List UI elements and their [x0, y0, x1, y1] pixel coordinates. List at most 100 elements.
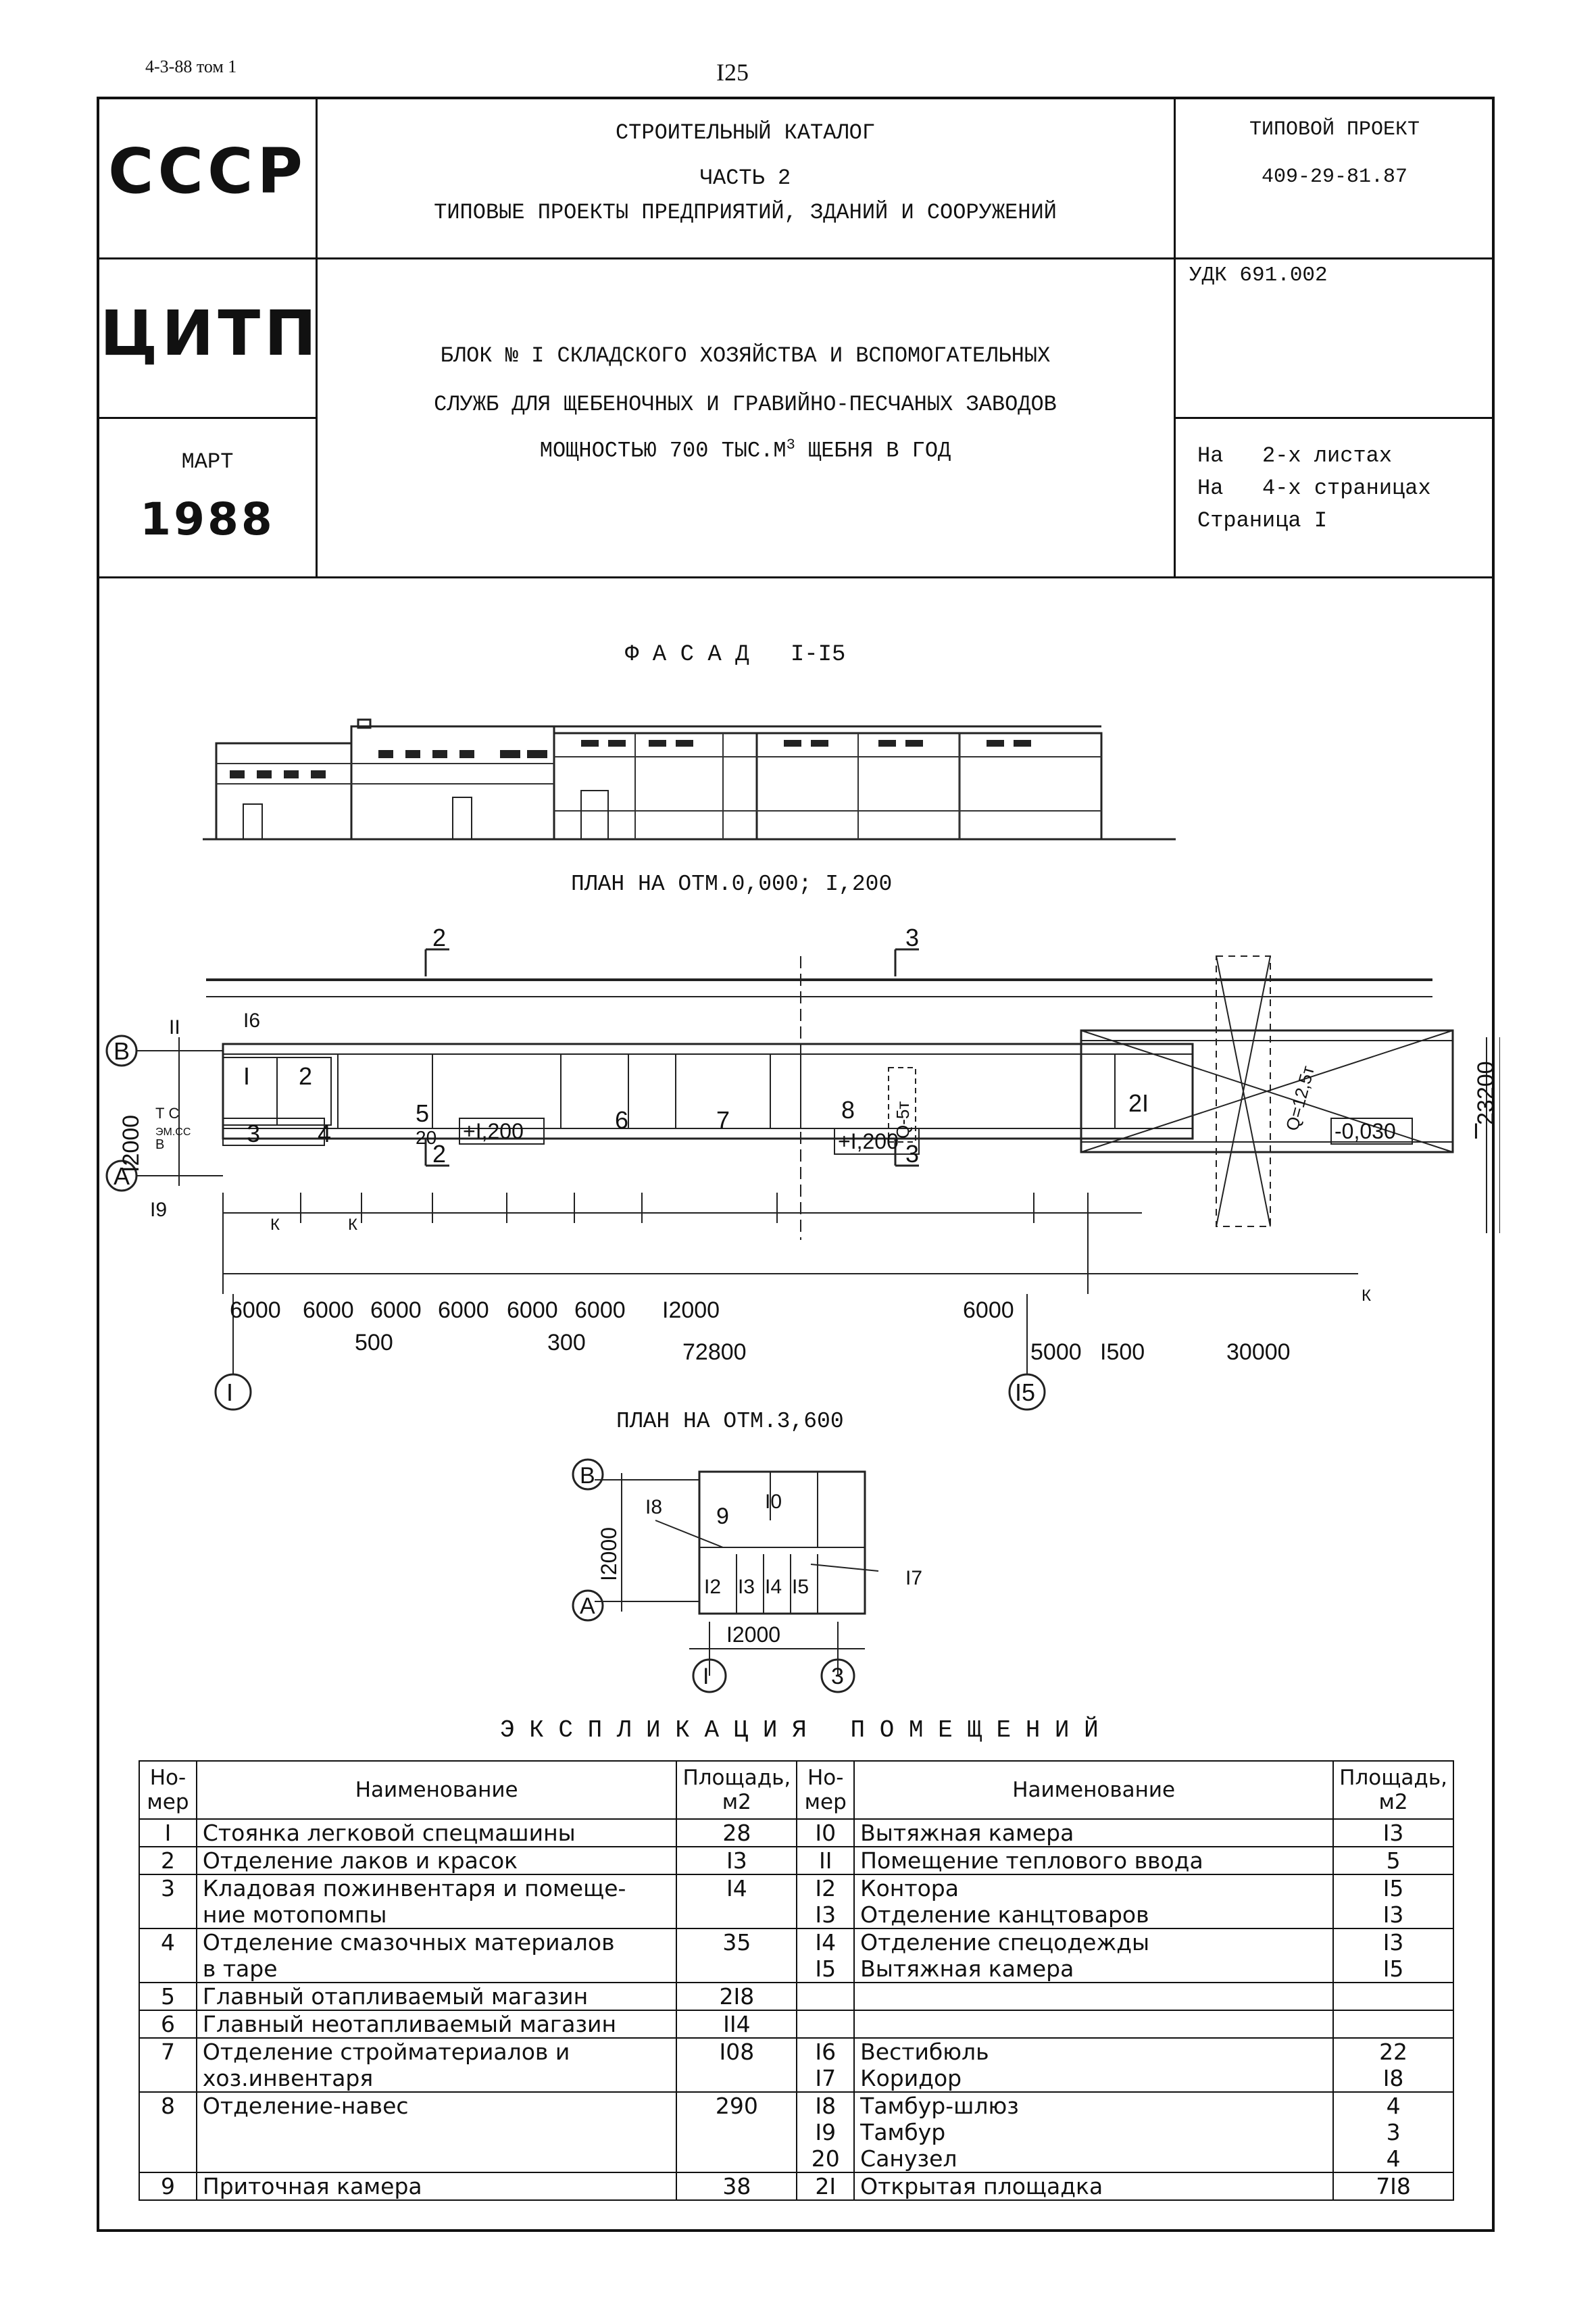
row-number: I [139, 1818, 197, 1847]
room-name: Отделение-навес [195, 2091, 678, 2173]
plan2-title: ПЛАН НА ОТМ.3,600 [616, 1409, 844, 1434]
level-mark-21: -0,030 [1335, 1119, 1396, 1143]
room-area: I3 [676, 1846, 798, 1875]
pages-count: На 4-х страницах [1197, 476, 1431, 501]
axis-row-v: В [114, 1037, 130, 1065]
room-name: Отделение лаков и красок [195, 1846, 678, 1875]
row-number: 2I [796, 2172, 855, 2201]
room-name: Помещение теплового ввода [853, 1846, 1335, 1875]
room-21-label: 2I [1128, 1089, 1149, 1117]
row-number: 5 [139, 1982, 197, 2011]
row-number: 7 [139, 2037, 197, 2093]
room-area: 7I8 [1332, 2172, 1454, 2201]
axis-col-15: I5 [1015, 1378, 1035, 1406]
facade-title: Ф А С А Д I-I5 [625, 642, 846, 668]
plan2-dim-horizontal: I2000 [726, 1622, 780, 1647]
catalog-line-2: ЧАСТЬ 2 [699, 166, 791, 191]
room-name [853, 1982, 1335, 2011]
label-tc: Т С [155, 1105, 180, 1122]
title-line-2: СЛУЖБ ДЛЯ ЩЕБЕНОЧНЫХ И ГРАВИЙНО-ПЕСЧАНЫХ… [434, 392, 1057, 417]
label-em-ss: ЭМ.СС [155, 1126, 191, 1138]
dim-vertical-right: 23200 [1473, 1061, 1499, 1125]
room-name: Открытая площадка [853, 2172, 1335, 2201]
room-17-label: I7 [905, 1567, 922, 1589]
udk-code: УДК 691.002 [1189, 264, 1328, 287]
catalog-line-3: ТИПОВЫЕ ПРОЕКТЫ ПРЕДПРИЯТИЙ, ЗДАНИЙ И СО… [434, 200, 1057, 225]
room-area: 38 [676, 2172, 798, 2201]
dim-13: I500 [1100, 1339, 1145, 1365]
project-label: ТИПОВОЙ ПРОЕКТ [1249, 118, 1420, 141]
room-name: Приточная камера [195, 2172, 678, 2201]
room-area: I3 [1332, 1818, 1454, 1847]
label-v: В [155, 1137, 164, 1152]
facade-drawing [203, 718, 1176, 841]
room-10-label: I0 [765, 1491, 782, 1513]
plan1-drawing: В А I I5 2 3 2 3 I 2 3 4 5 6 7 8 2I II I… [105, 924, 1500, 1411]
axis-row-a: А [114, 1162, 130, 1190]
col-name-left: Наименование [195, 1760, 678, 1820]
explication-title: Э К С П Л И К А Ц И Я П О М Е Щ Е Н И Й [500, 1716, 1099, 1744]
row-number: 8 [139, 2091, 197, 2173]
label-k-3: К [1362, 1287, 1371, 1305]
room-7-label: 7 [716, 1106, 730, 1134]
room-area: 290 [676, 2091, 798, 2173]
room-1-label: I [243, 1062, 250, 1090]
project-number: 409-29-81.87 [1261, 166, 1408, 189]
dim-4: 6000 [438, 1297, 489, 1323]
room-area: I08 [676, 2037, 798, 2093]
plan2-drawing: В А I 3 9 I0 I2 I3 I4 I5 I8 I7 I2000 I20… [572, 1458, 922, 1693]
dim-8: 6000 [963, 1297, 1014, 1323]
room-16-label: I6 [243, 1010, 260, 1032]
plan2-axis-col-3: 3 [831, 1664, 844, 1689]
room-area: 2I8 [676, 1982, 798, 2011]
col-area-right: Площадь, м2 [1332, 1760, 1454, 1820]
room-area: 28 [676, 1818, 798, 1847]
room-area [1332, 2010, 1454, 2039]
plan2-axis-col-1: I [703, 1664, 709, 1689]
dim-2: 6000 [303, 1297, 354, 1323]
dim-1: 6000 [230, 1297, 281, 1323]
page-indicator: Страница I [1197, 508, 1328, 533]
year: 1988 [140, 493, 275, 545]
dim-12: 5000 [1030, 1339, 1082, 1365]
room-19-label: I9 [150, 1199, 167, 1221]
col-num-left: Но- мер [139, 1760, 197, 1820]
row-number: 3 [139, 1874, 197, 1929]
org-title: СССР [108, 135, 307, 207]
plan2-axis-row-v: В [580, 1463, 595, 1489]
section-i-mark: I [1473, 1119, 1479, 1143]
room-6-label: 6 [615, 1106, 628, 1134]
month: МАРТ [181, 449, 234, 474]
room-area: 5 [1332, 1846, 1454, 1875]
row-number: 9 [139, 2172, 197, 2201]
room-9-label: 9 [716, 1503, 729, 1529]
col-area-left: Площадь, м2 [676, 1760, 798, 1820]
room-5-label: 5 [416, 1099, 429, 1127]
room-area: I4 [676, 1874, 798, 1929]
room-name [853, 2010, 1335, 2039]
section-mark-2-top: 2 [432, 924, 446, 951]
section-mark-2-bottom: 2 [432, 1140, 446, 1168]
room-20-label: 20 [416, 1127, 437, 1148]
row-number: 6 [139, 2010, 197, 2039]
page-number: I25 [716, 59, 749, 86]
catalog-line-1: СТРОИТЕЛЬНЫЙ КАТАЛОГ [615, 120, 876, 145]
label-k-1: К [270, 1216, 280, 1234]
dim-9: 500 [355, 1330, 393, 1355]
plan2-axis-row-a: А [580, 1593, 595, 1619]
col-name-right: Наименование [853, 1760, 1335, 1820]
